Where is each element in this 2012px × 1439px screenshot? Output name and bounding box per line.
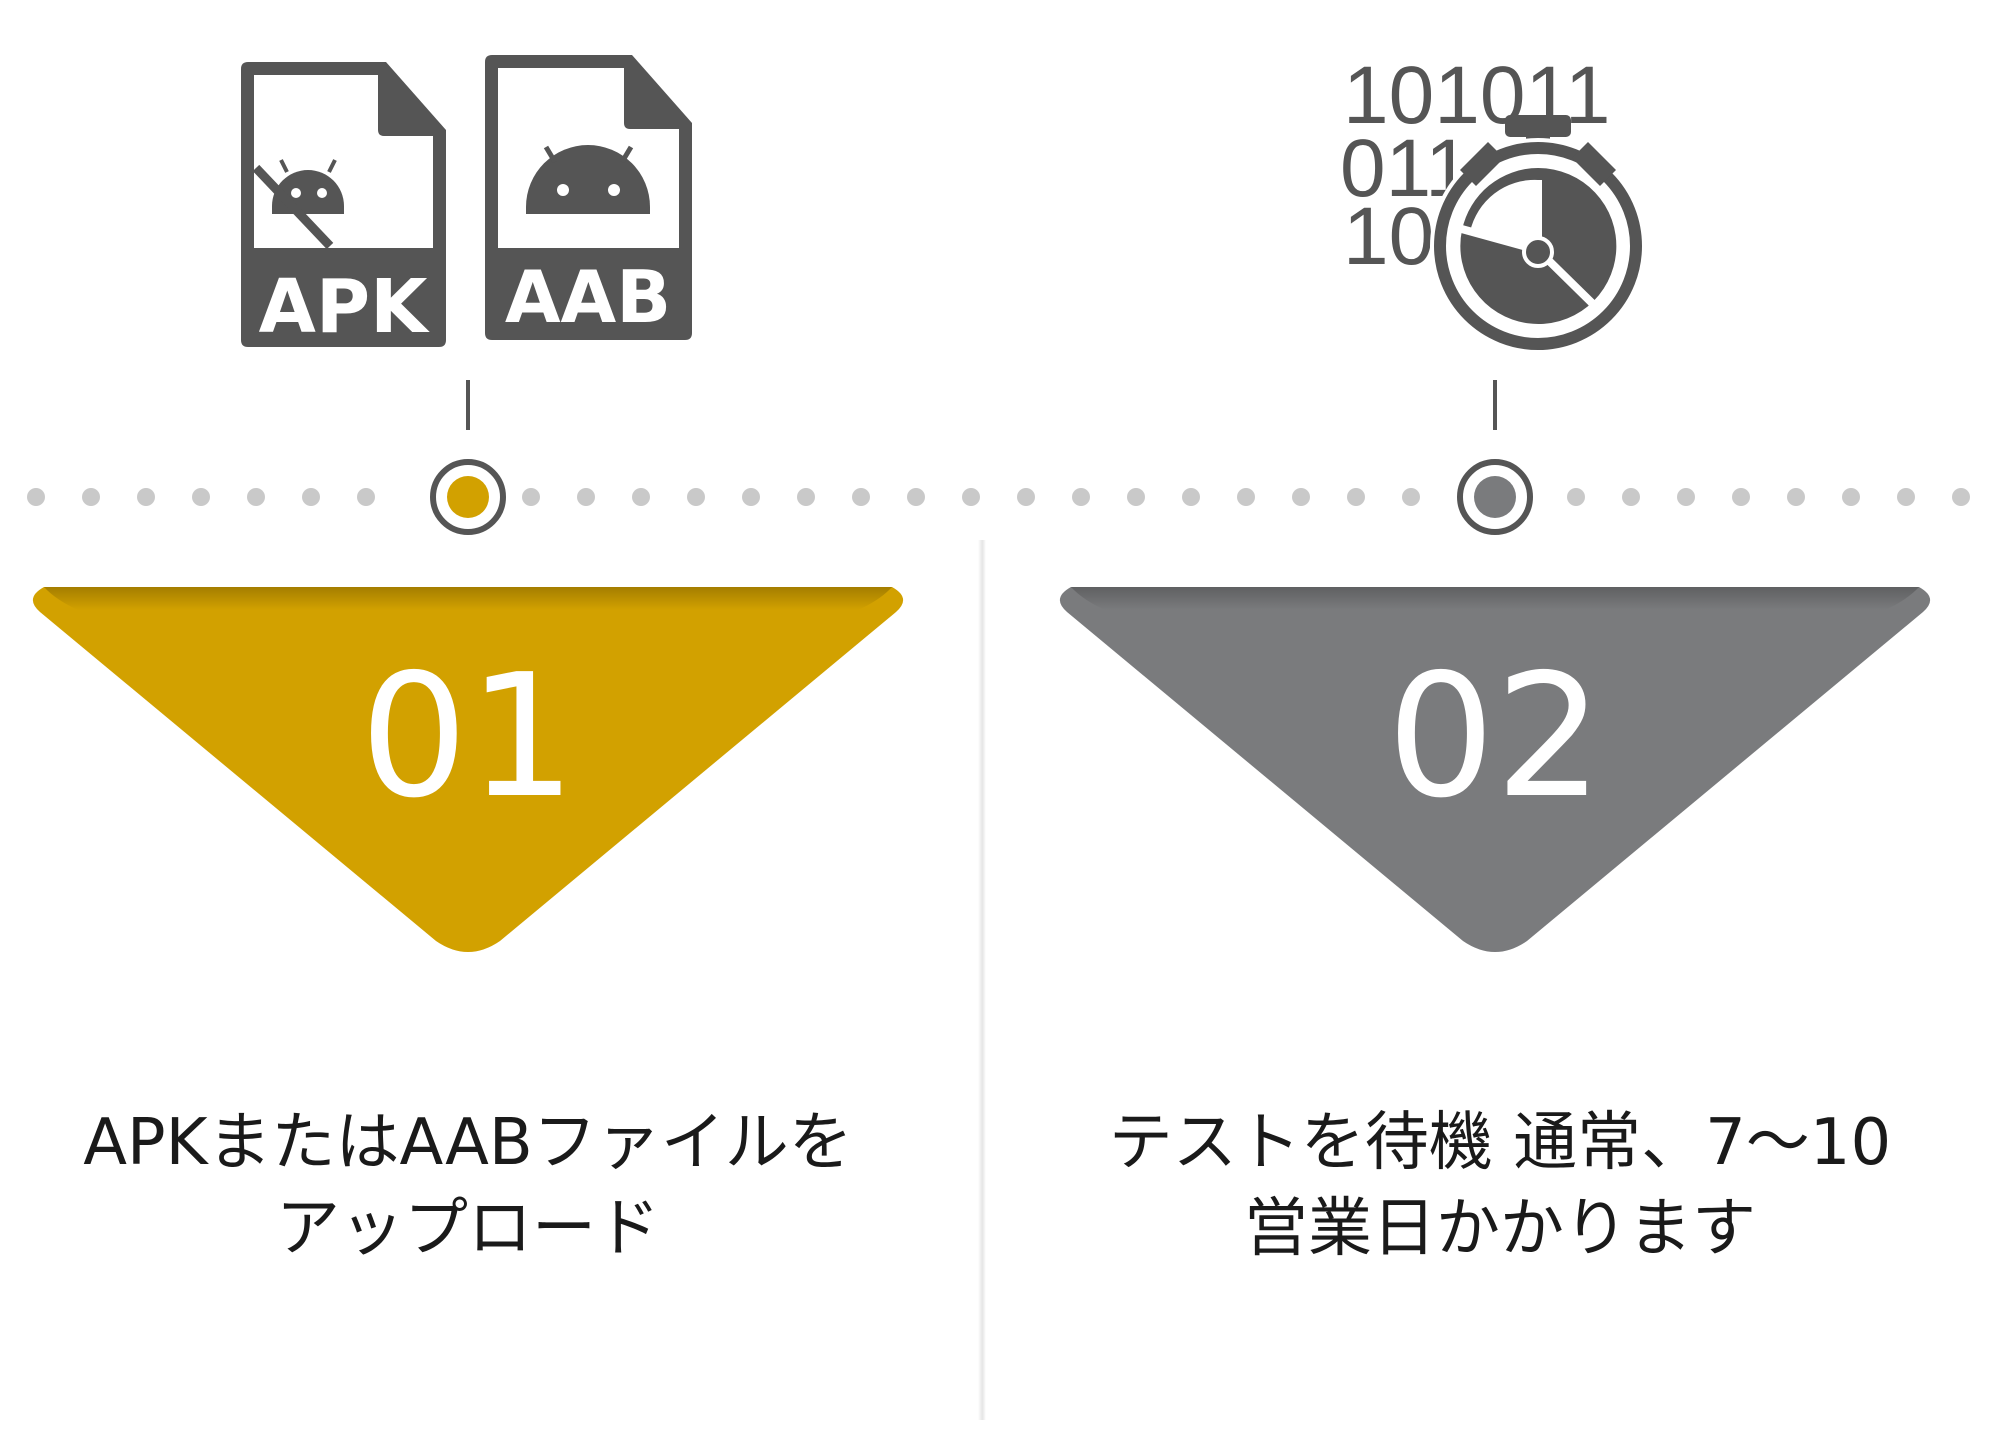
- timeline-dot: [1182, 488, 1200, 506]
- step-2-text-line-2: 営業日かかります: [1244, 1192, 1756, 1266]
- apk-file-label: APK: [259, 264, 431, 350]
- timeline-dot: [1842, 488, 1860, 506]
- step-2-number: 02: [1386, 638, 1604, 836]
- step-2-text-line-1: テストを待機 通常、7〜10: [1108, 1106, 1892, 1180]
- timeline-dot: [192, 488, 210, 506]
- step-1-triangle: [32, 587, 904, 952]
- timeline-dot: [1017, 488, 1035, 506]
- timeline-dot: [27, 488, 45, 506]
- timeline-dot: [1237, 488, 1255, 506]
- aab-file-label: AAB: [505, 255, 671, 339]
- step-1-text-line-2: アップロード: [276, 1192, 660, 1266]
- timeline-node-2: [1457, 459, 1533, 535]
- timeline-dot: [82, 488, 100, 506]
- timeline-dot: [852, 488, 870, 506]
- timeline-dot: [247, 488, 265, 506]
- step-1-text-line-1: APKまたはAABファイルを: [83, 1106, 853, 1180]
- timeline-dot: [302, 488, 320, 506]
- step-1-number: 01: [359, 638, 577, 836]
- timeline-dot: [1732, 488, 1750, 506]
- timeline-dot: [742, 488, 760, 506]
- timeline-node-1: [430, 459, 506, 535]
- timeline-dot: [1567, 488, 1585, 506]
- timeline-dot: [1897, 488, 1915, 506]
- step-1-description: APKまたはAABファイルを アップロード: [0, 1100, 936, 1272]
- timeline-dot: [1072, 488, 1090, 506]
- timeline-dot: [357, 488, 375, 506]
- timeline-dot: [1127, 488, 1145, 506]
- timeline-dot: [687, 488, 705, 506]
- timeline-dot: [1787, 488, 1805, 506]
- timeline-dot: [632, 488, 650, 506]
- aab-file-icon: AAB: [485, 55, 692, 340]
- timeline-dot: [797, 488, 815, 506]
- timeline-dots: [27, 488, 1970, 506]
- timeline-dot: [1292, 488, 1310, 506]
- binary-row-3: 10: [1343, 191, 1434, 282]
- timeline-dot: [1347, 488, 1365, 506]
- timeline-dot: [1622, 488, 1640, 506]
- timeline-dot: [907, 488, 925, 506]
- timeline-dot: [522, 488, 540, 506]
- timeline-dot: [577, 488, 595, 506]
- apk-file-icon: APK: [241, 62, 446, 350]
- panel-divider: [978, 540, 986, 1420]
- step-2-triangle: [1059, 587, 1931, 952]
- timeline-dot: [1677, 488, 1695, 506]
- timeline-dot: [1402, 488, 1420, 506]
- timeline-dot: [137, 488, 155, 506]
- binary-stopwatch-icon: 101011 011 10: [1340, 50, 1646, 354]
- timeline-dot: [962, 488, 980, 506]
- timeline-dot: [1952, 488, 1970, 506]
- step-2-description: テストを待機 通常、7〜10 営業日かかります: [1010, 1100, 1990, 1272]
